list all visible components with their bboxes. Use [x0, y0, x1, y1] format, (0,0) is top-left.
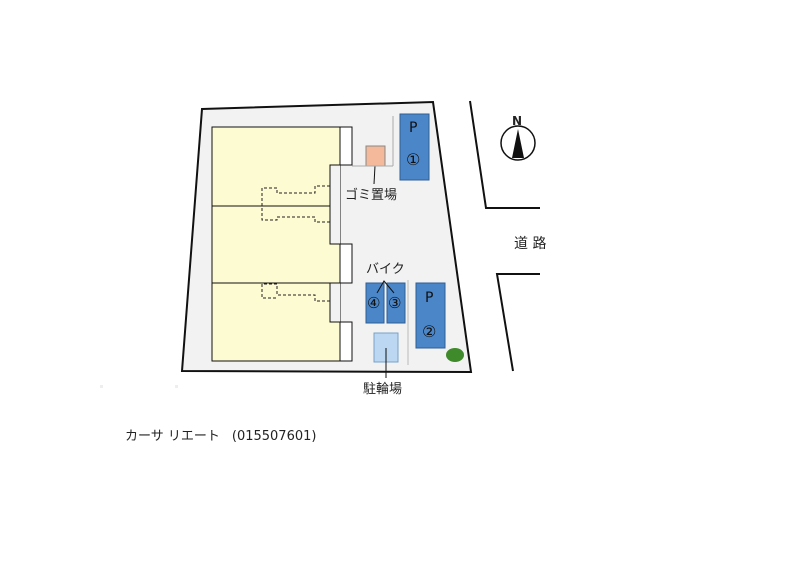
- tree-icon: [446, 348, 464, 362]
- property-name: カーサ リエート: [125, 429, 220, 444]
- garbage-area-label: ゴミ置場: [345, 188, 398, 203]
- parking-2-symbol: P: [425, 290, 434, 306]
- road-label: 道 路: [514, 236, 547, 252]
- north-arrow-icon: [500, 125, 536, 161]
- building: [211, 126, 353, 362]
- road-boundary: [469, 100, 540, 372]
- bike-space-4-number: ④: [367, 294, 381, 312]
- bike-space-3-number: ③: [388, 294, 402, 312]
- bike-space-4: [365, 282, 385, 324]
- parking-1-number: ①: [406, 150, 421, 169]
- garbage-area: [365, 145, 386, 167]
- parking-space-2: [415, 282, 446, 349]
- bike-label: バイク: [366, 262, 405, 277]
- north-label: N: [512, 114, 523, 128]
- property-code: (015507601): [231, 429, 317, 444]
- bicycle-parking-label: 駐輪場: [363, 382, 403, 397]
- parking-1-symbol: P: [409, 120, 418, 136]
- parking-2-number: ②: [422, 322, 437, 341]
- parking-space-1: [399, 113, 430, 181]
- bike-space-3: [386, 282, 406, 324]
- property-caption: カーサ リエート (015507601): [125, 425, 316, 444]
